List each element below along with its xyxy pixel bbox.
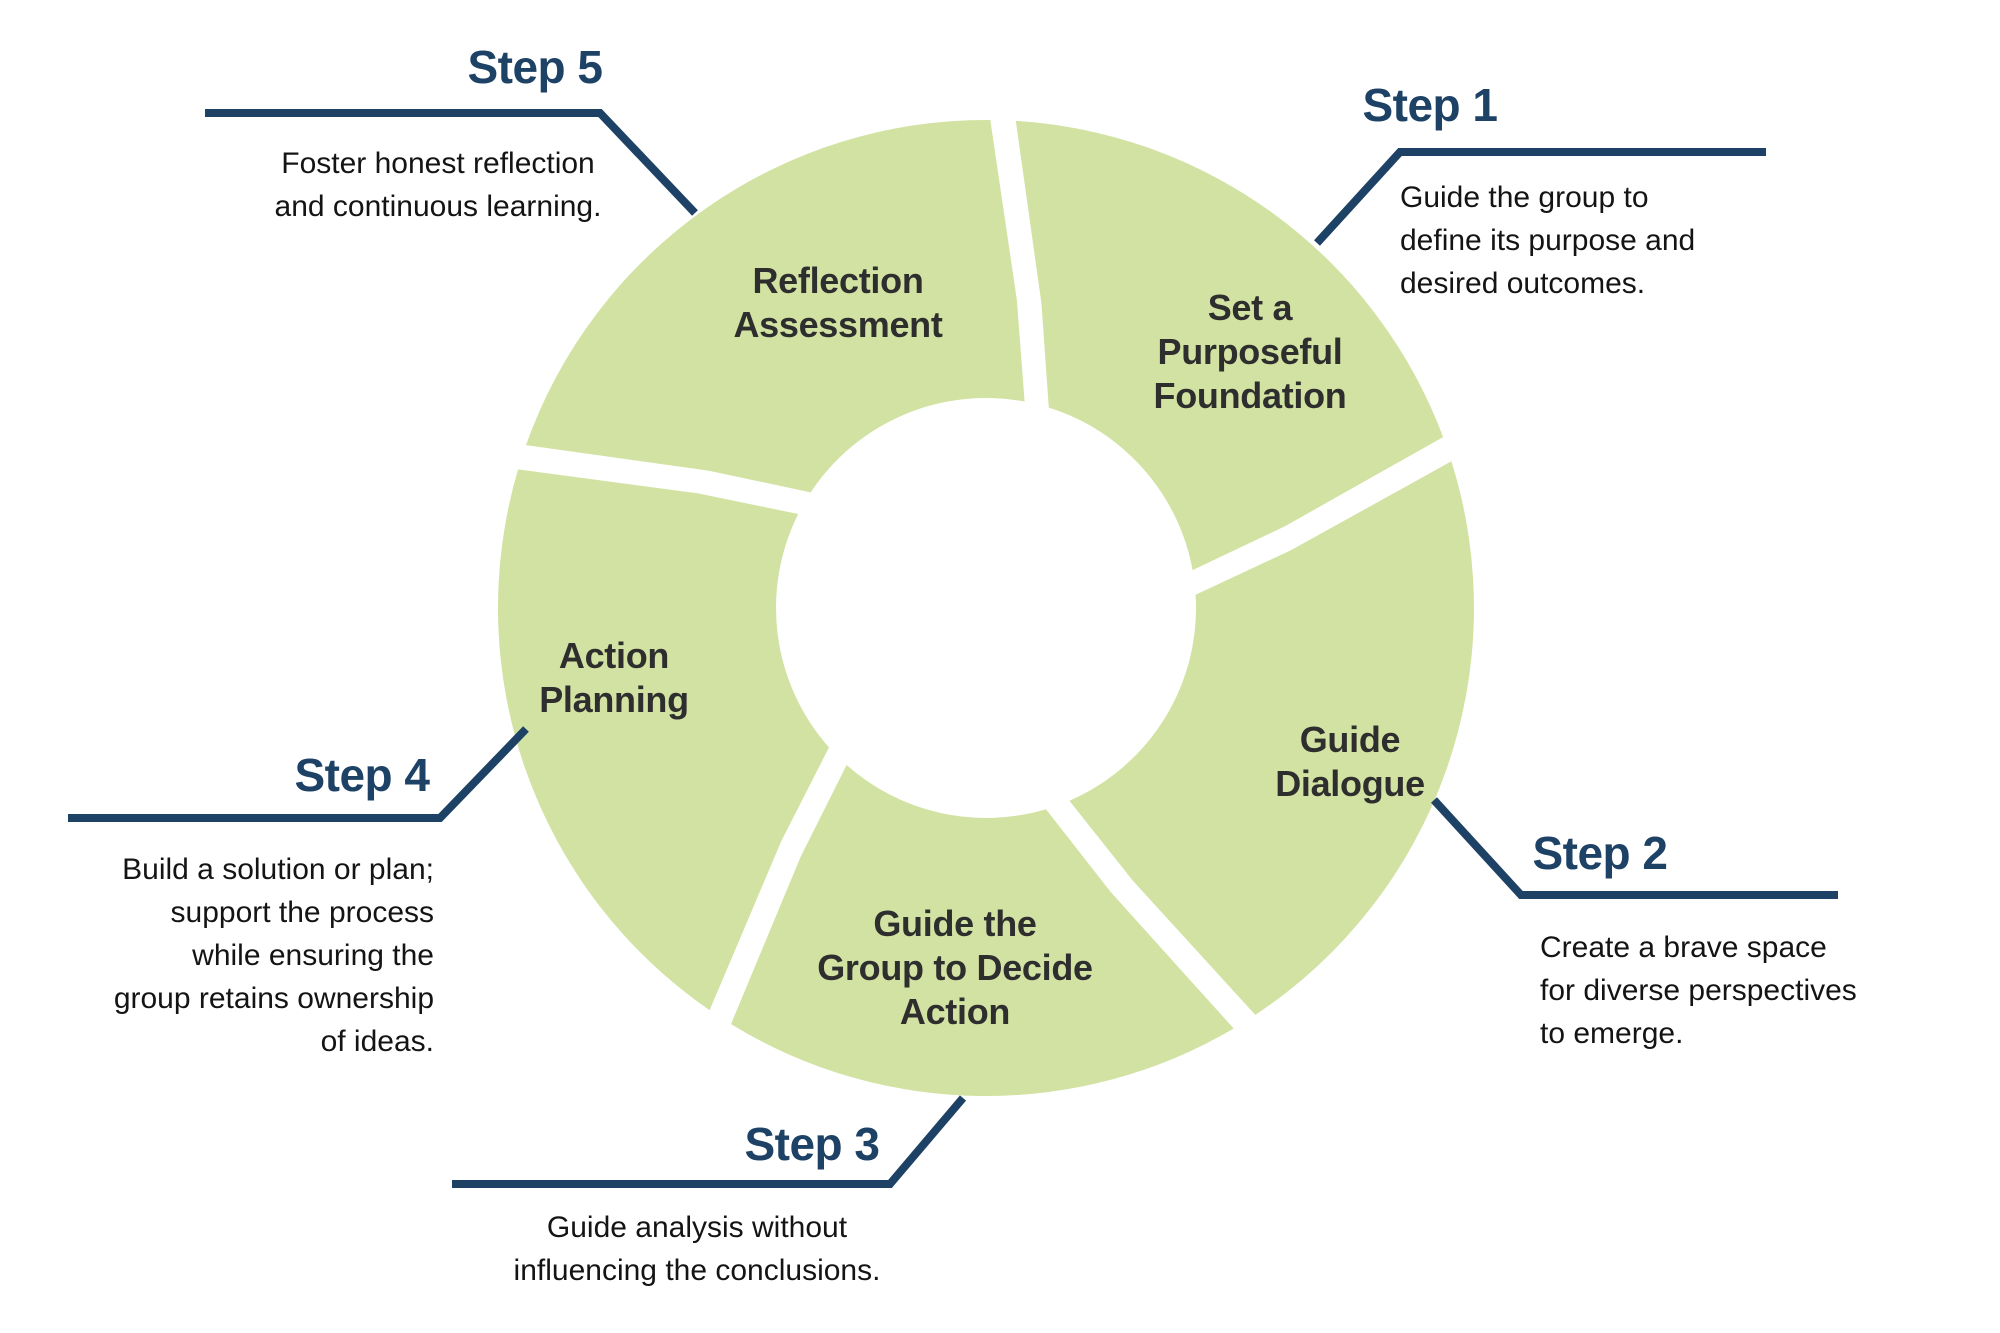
wheel-segment-step-1 [1015,120,1444,571]
segment-title-step-4: Action Planning [539,635,689,720]
step-2-description: Create a brave space for diverse perspec… [1540,931,1857,1050]
step-1-label: Step 1 [1362,79,1498,131]
step-5-label: Step 5 [467,41,603,93]
step1-callout-line [1314,148,1766,246]
step4-callout-line [68,726,529,822]
step-4-description: Build a solution or plan; support the pr… [113,853,434,1058]
segment-title-step-1: Set a Purposeful Foundation [1153,287,1347,416]
segment-title-step-5: Reflection Assessment [733,260,943,345]
step-1-description: Guide the group to define its purpose an… [1400,181,1696,300]
step2-callout-line [1431,797,1838,899]
wheel-segments [497,119,1474,1097]
segment-title-step-3: Guide the Group to Decide Action [817,903,1093,1032]
wheel-segment-step-3 [731,765,1234,1097]
wheel-segment-step-5 [526,119,1025,493]
step-3-label: Step 3 [744,1118,880,1170]
step3-callout-line [452,1095,967,1188]
step-2-label: Step 2 [1532,827,1668,879]
step-3-description: Guide analysis without influencing the c… [513,1211,881,1287]
step5-callout-line [205,109,698,216]
step-4-label: Step 4 [294,749,430,801]
segment-title-step-2: Guide Dialogue [1275,719,1425,804]
wheel-segment-step-4 [497,469,829,1011]
wheel-segment-step-2 [1069,461,1474,1015]
step-5-description: Foster honest reflection and continuous … [274,147,602,223]
